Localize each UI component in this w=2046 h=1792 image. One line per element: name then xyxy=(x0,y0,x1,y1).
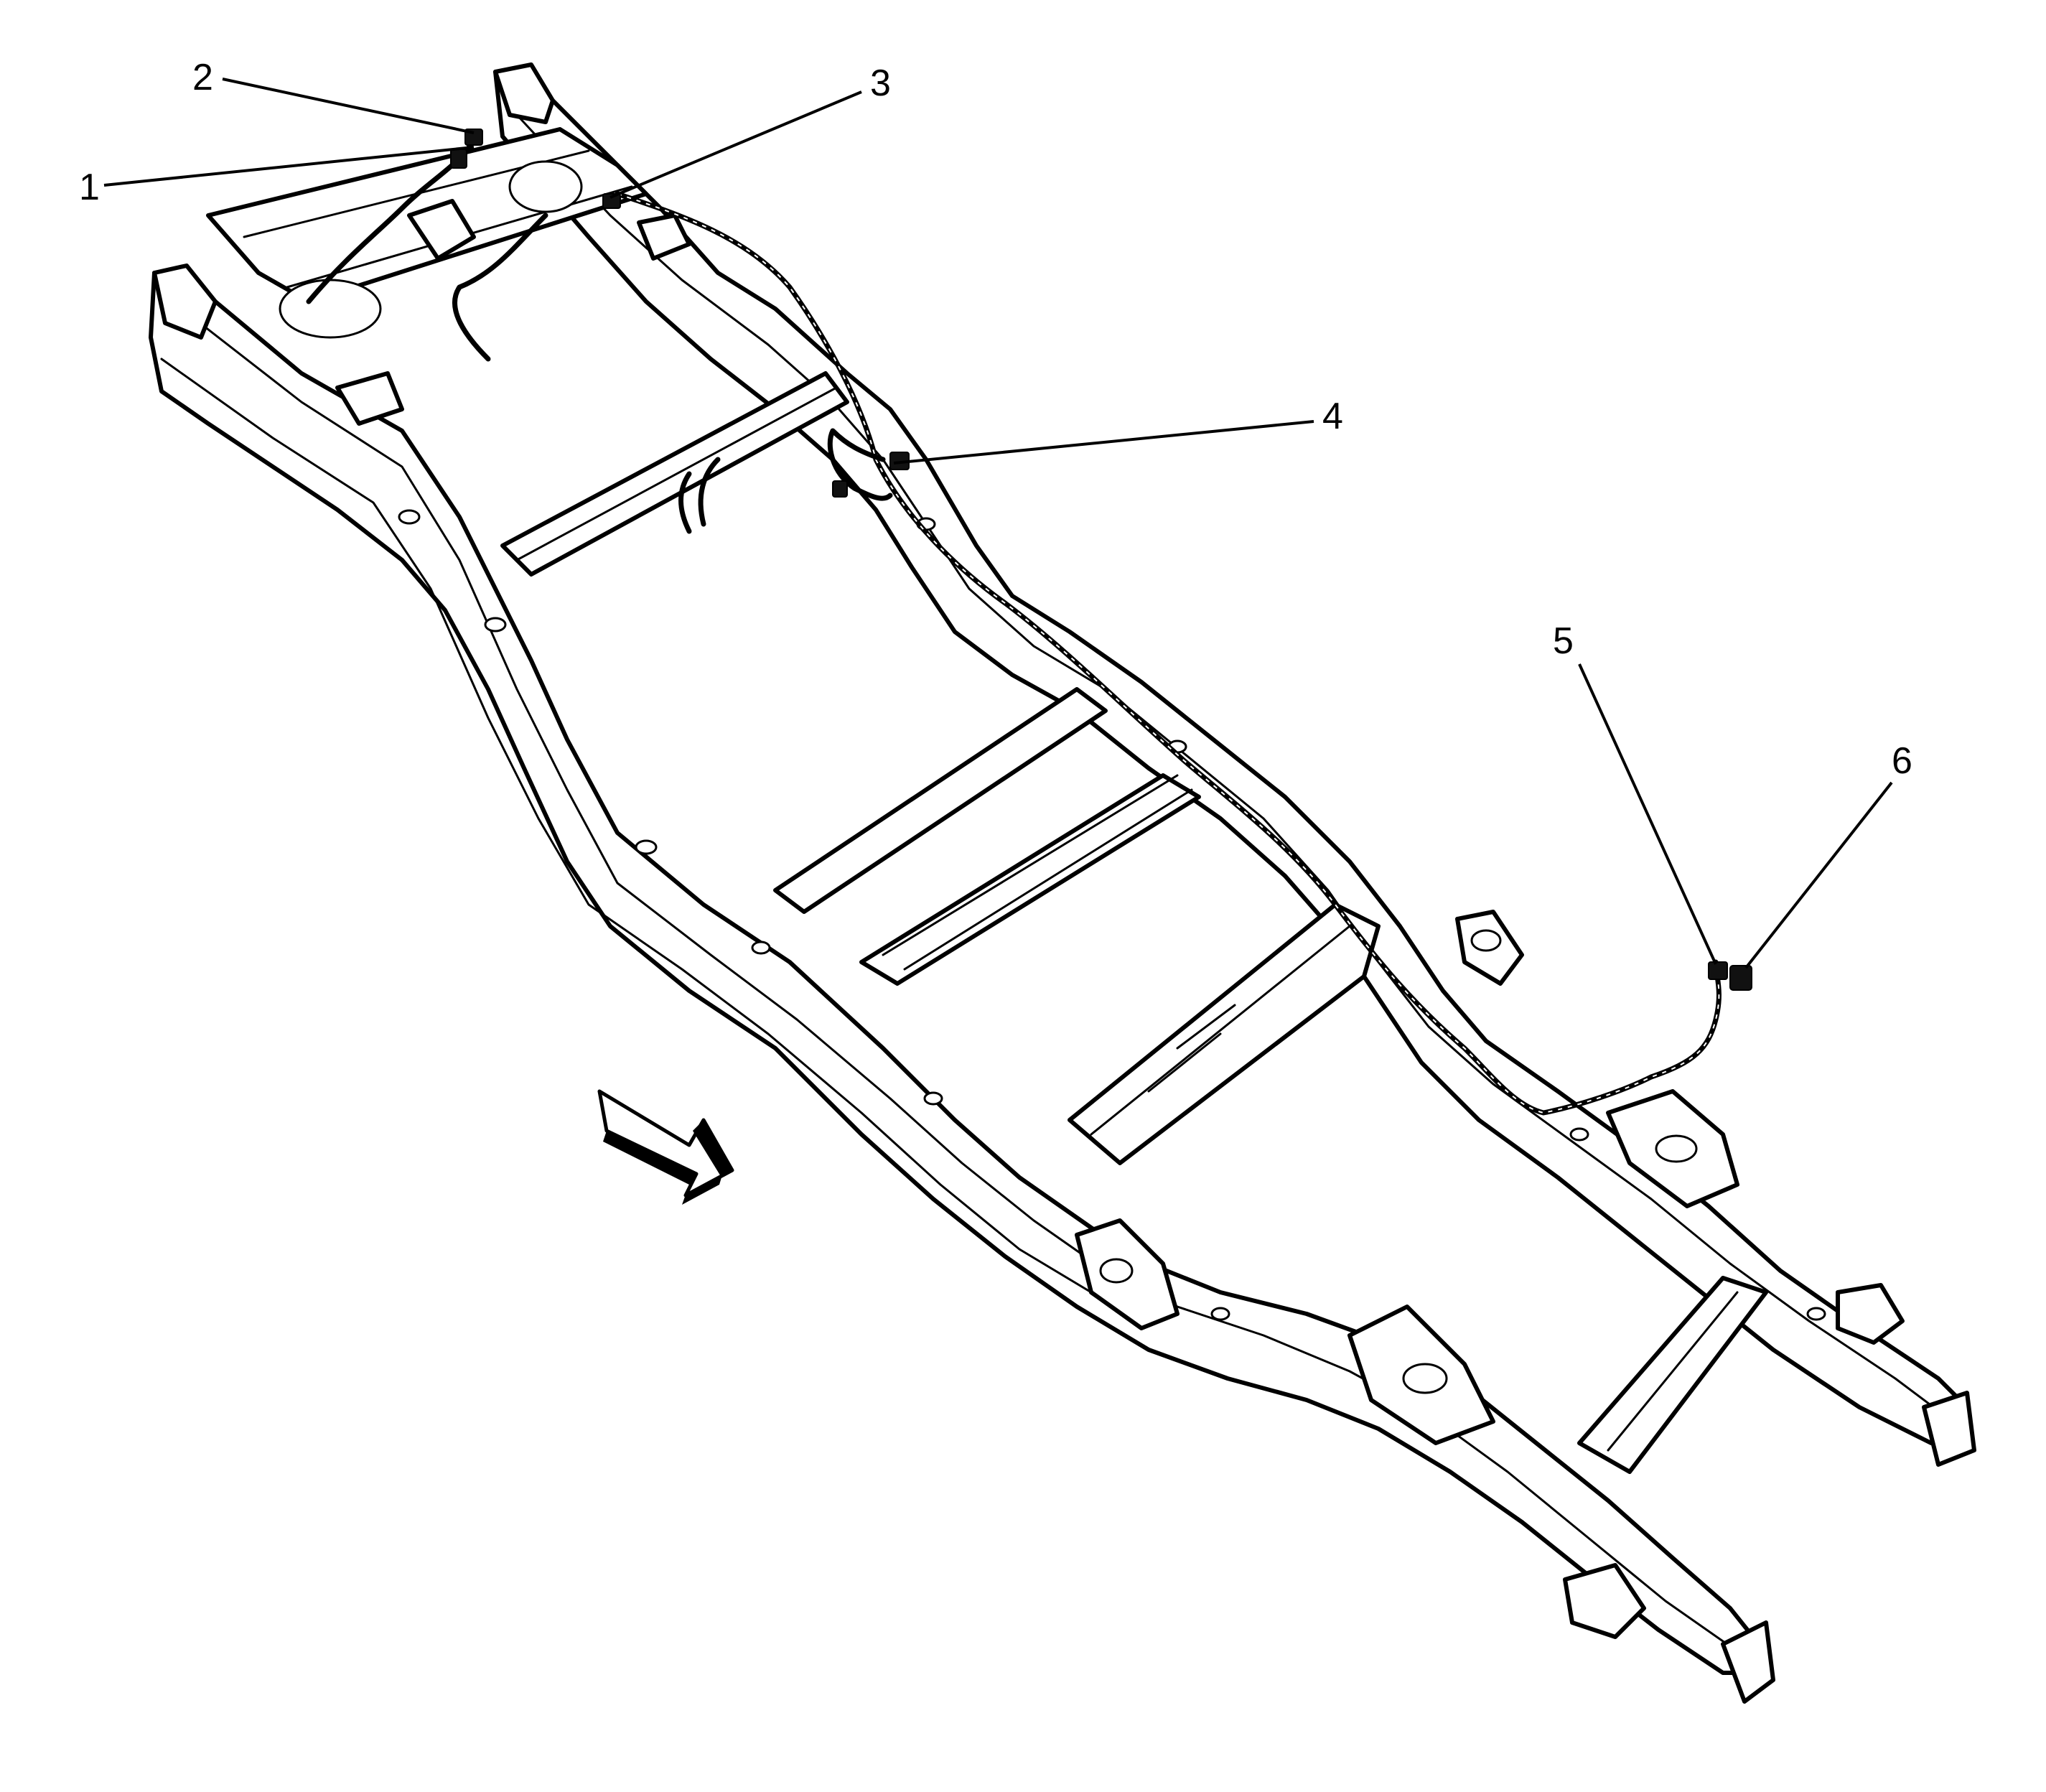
connector-5 xyxy=(1708,961,1728,980)
cross-member-2-detail xyxy=(515,386,838,561)
callouts: 1 2 3 4 5 6 xyxy=(79,57,1912,969)
front-crossmember-cutout xyxy=(279,279,382,339)
rail-hole xyxy=(751,941,771,955)
rear-spring-hanger-left-hole xyxy=(1099,1258,1134,1284)
front-rail-stub-left xyxy=(152,263,218,340)
harness-main-right-rail-wrap xyxy=(617,193,1720,1114)
callout-2-leader xyxy=(222,78,475,134)
cross-member-5 xyxy=(1068,902,1381,1165)
front-rail-stub-right xyxy=(493,62,555,124)
rear-cross-member xyxy=(1577,1276,1768,1474)
rail-hole xyxy=(635,839,658,855)
rail-hole xyxy=(1806,1307,1826,1321)
connector-4b xyxy=(832,480,848,498)
cross-member-5-detail xyxy=(1090,925,1351,1136)
left-rail-edge-line xyxy=(171,300,1739,1653)
callout-2-label: 2 xyxy=(192,57,213,98)
rail-hole xyxy=(923,1091,943,1106)
callout-6-label: 6 xyxy=(1892,740,1912,782)
forward-direction-arrow-icon xyxy=(597,1089,734,1205)
rear-spring-hanger-right-hole xyxy=(1470,929,1502,952)
rail-hole xyxy=(1210,1307,1230,1321)
cross-member-4 xyxy=(859,773,1201,986)
connector-6 xyxy=(1729,965,1752,991)
left-rail-edge-line-2 xyxy=(160,358,1093,1294)
rear-axle-bracket-2-hole xyxy=(1655,1134,1698,1163)
cross-member-4-detail xyxy=(882,774,1193,971)
rear-cross-member-detail xyxy=(1607,1291,1739,1452)
callout-6-leader xyxy=(1744,781,1893,969)
callout-1-label: 1 xyxy=(79,167,100,208)
vehicle-frame xyxy=(149,62,1976,1704)
callout-3-label: 3 xyxy=(870,62,891,104)
rear-rail-end-left xyxy=(1721,1620,1775,1704)
harness-crossmember-branch xyxy=(827,428,893,501)
left-frame-rail xyxy=(149,271,1761,1675)
callout-1-leader xyxy=(103,146,475,187)
body-mount-front-right xyxy=(637,213,691,261)
callout-3-leader xyxy=(609,90,862,199)
right-frame-rail xyxy=(493,70,1969,1445)
rail-hole xyxy=(398,509,421,525)
rear-shackle-right xyxy=(1836,1283,1905,1345)
callout-5-leader xyxy=(1578,663,1717,965)
front-crossmember-cutout-2 xyxy=(508,160,583,213)
harness-front-drop xyxy=(452,213,548,362)
rail-hole xyxy=(484,617,507,633)
rail-hole xyxy=(1569,1127,1589,1142)
connector-1 xyxy=(450,149,467,169)
front-plate xyxy=(407,199,476,261)
right-rail-edge-line xyxy=(515,113,1954,1423)
rear-rail-end-right xyxy=(1922,1391,1976,1467)
rear-axle-bracket-hole xyxy=(1402,1363,1448,1394)
callout-4-label: 4 xyxy=(1322,396,1343,437)
body-mount-front-left xyxy=(335,371,404,426)
connector-3 xyxy=(602,193,621,209)
callout-4-leader xyxy=(893,420,1314,465)
harness-center-drop xyxy=(678,457,721,534)
cross-member-3 xyxy=(773,687,1108,914)
wiring-harness xyxy=(306,129,1752,1116)
callout-5-label: 5 xyxy=(1553,620,1574,662)
rear-shackle-left xyxy=(1563,1563,1646,1639)
